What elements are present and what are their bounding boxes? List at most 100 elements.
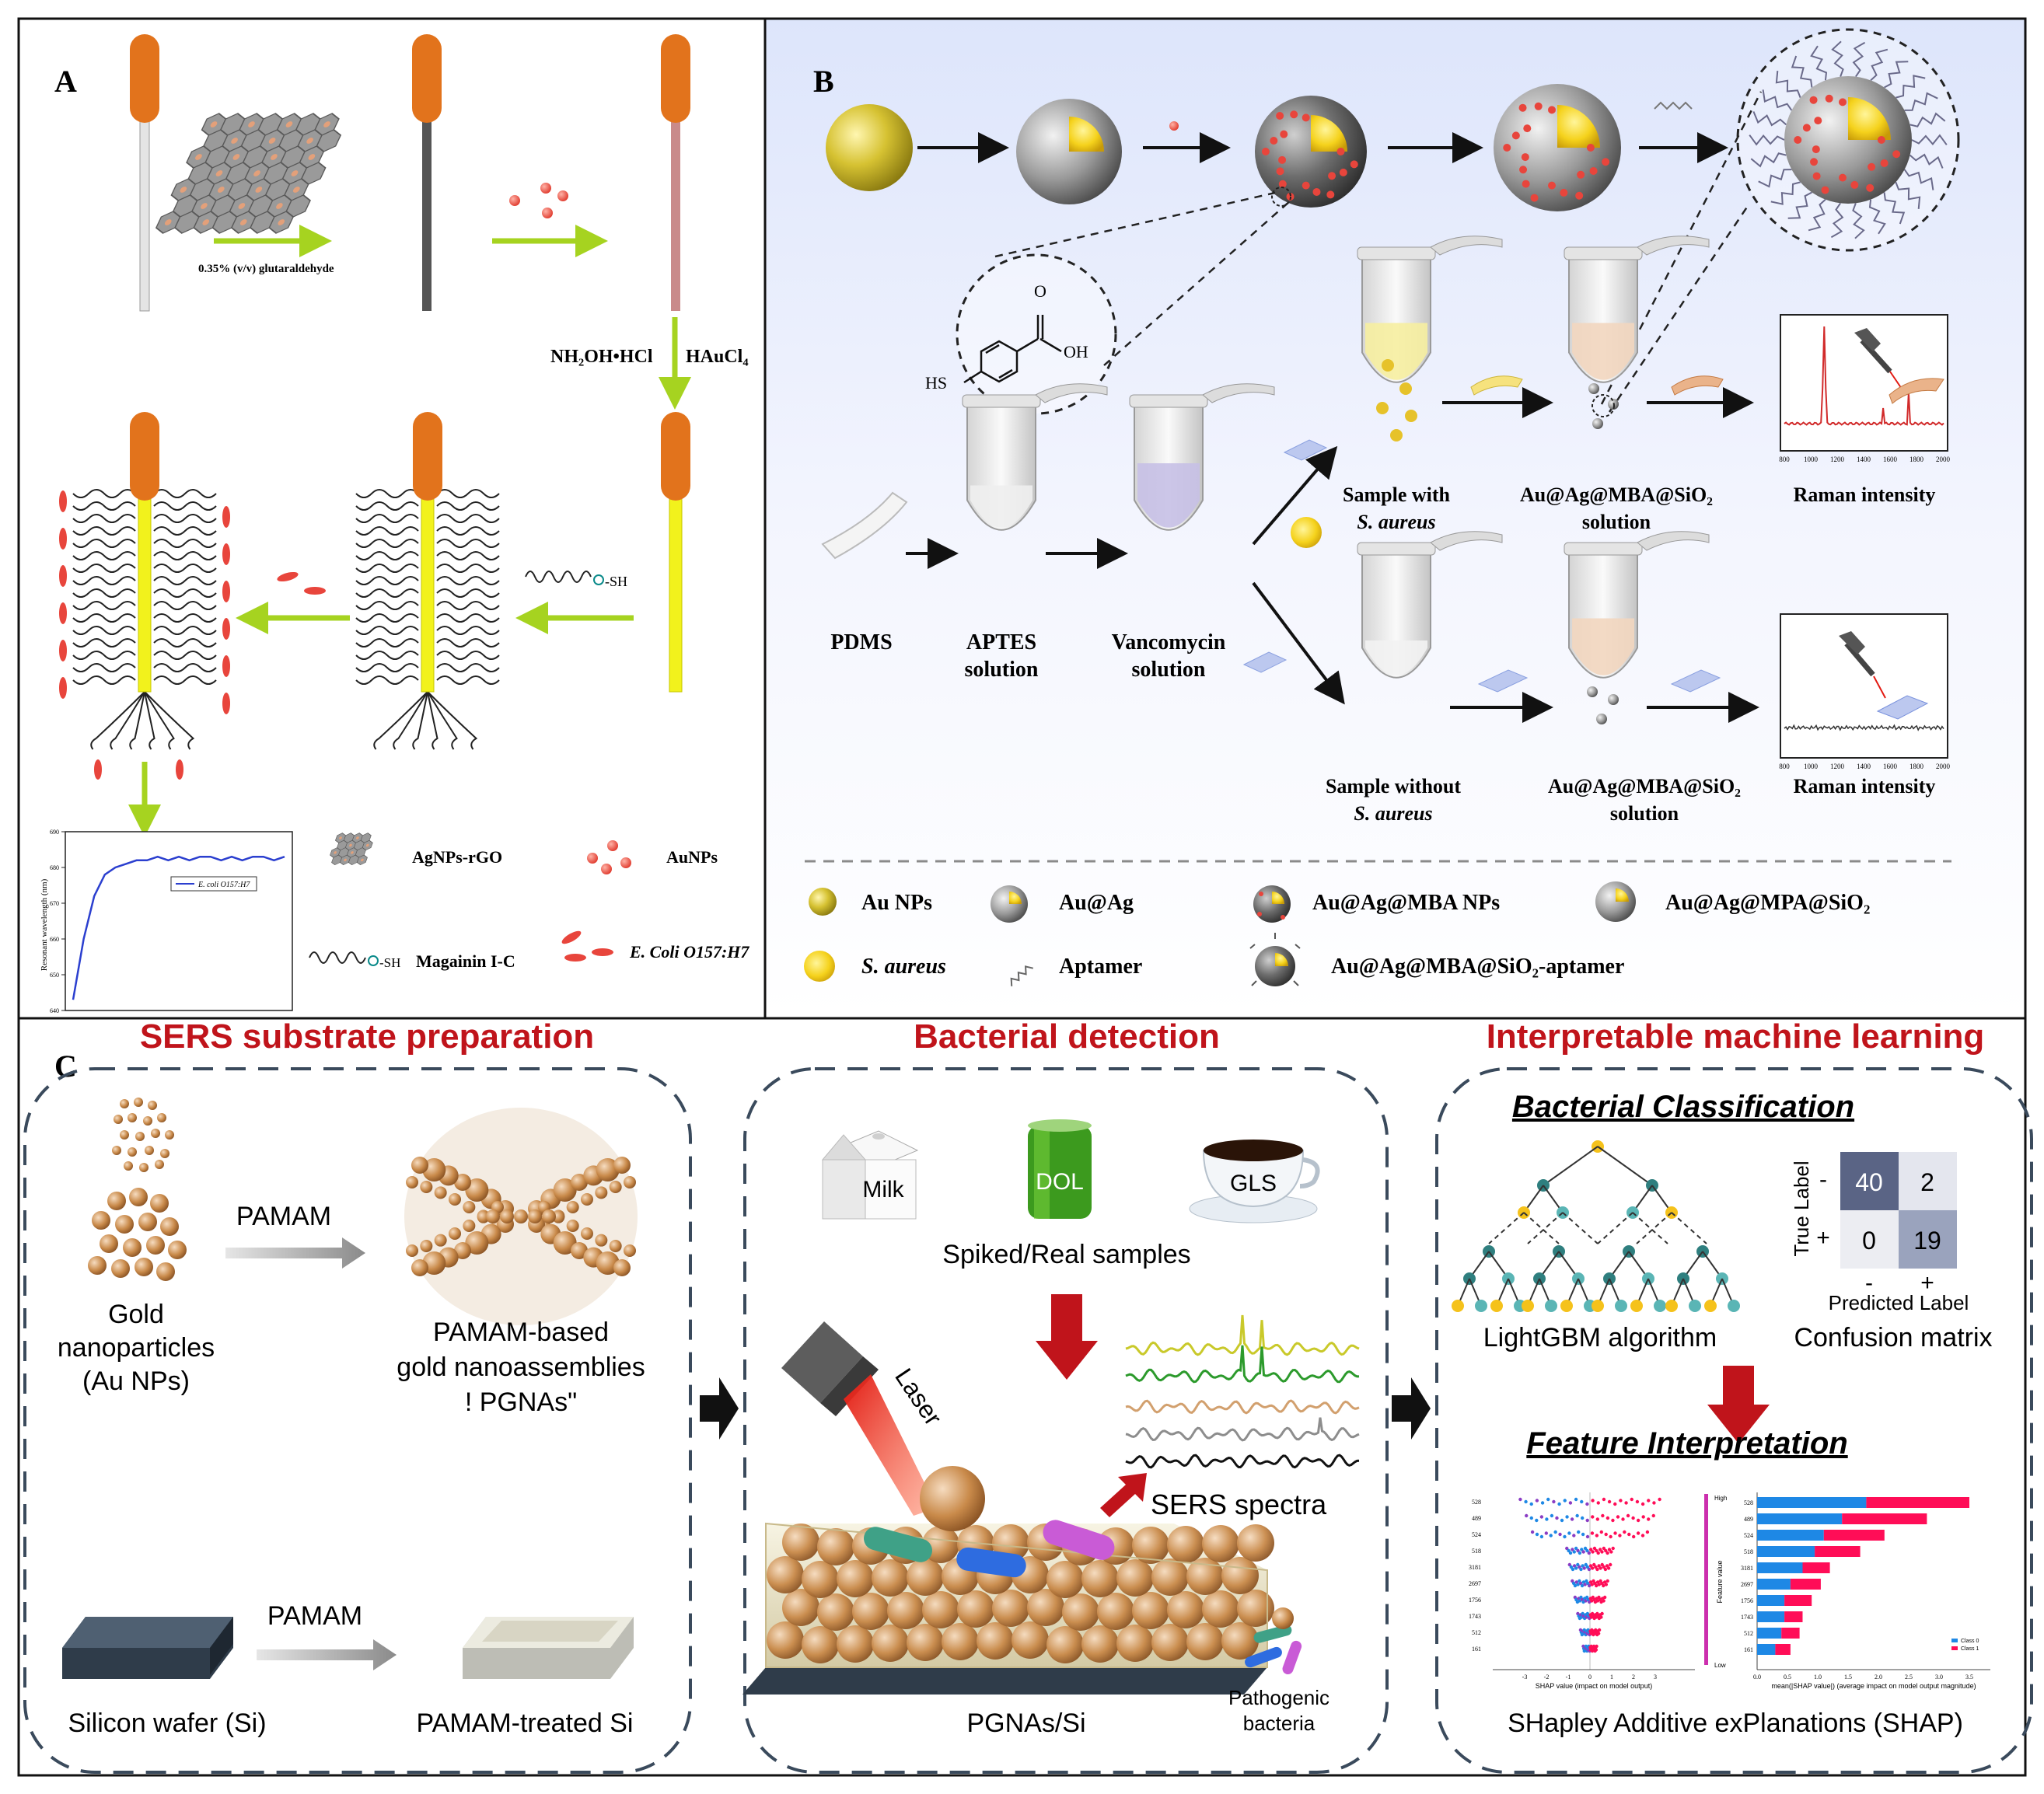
- pamam-label-2: PAMAM: [267, 1601, 362, 1631]
- bee-xtick: 3: [1654, 1674, 1657, 1681]
- ag-np: [349, 843, 352, 847]
- bar-feature-label: 512: [1744, 1630, 1753, 1637]
- peptide-coil: [153, 663, 217, 672]
- aptamer-strand: [1903, 169, 1934, 190]
- s-aureus-cell: [1399, 382, 1412, 395]
- pgna-particle: [420, 1181, 433, 1193]
- bee-point: [1585, 1518, 1589, 1523]
- bee-point: [1579, 1567, 1583, 1572]
- bee-point: [1652, 1501, 1656, 1505]
- peptide-coil: [72, 564, 136, 573]
- chart-tick-label: 690: [50, 829, 59, 836]
- chart-tick-label: 660: [50, 936, 59, 943]
- bee-xtick: 1: [1610, 1674, 1613, 1681]
- bee-feature-label: 2697: [1469, 1580, 1481, 1587]
- chart-tick-label: 670: [50, 900, 59, 907]
- bar-feature-label: 489: [1744, 1516, 1753, 1523]
- ag-np: [276, 203, 283, 209]
- peptide-coil: [393, 691, 428, 750]
- leg-mpa: Au@Ag@MPA@SiO₂: [1665, 891, 1870, 915]
- raman-reporter: [1825, 94, 1833, 103]
- panel-a: A 0.35% (v/v) glutaraldehyde NH₂OH•HCl: [17, 17, 767, 1020]
- mba-molecule: [963, 315, 1062, 384]
- tag-nanoparticle: [1592, 418, 1603, 429]
- aptamer-strand: [1852, 41, 1866, 78]
- pgna-particle: [1237, 1524, 1274, 1562]
- spectrum-tick: 2000: [1936, 455, 1951, 463]
- ag-np: [339, 836, 342, 839]
- peptide-coil: [144, 691, 155, 750]
- peptide-coil: [355, 576, 419, 585]
- bee-point: [1619, 1499, 1623, 1503]
- raman-reporter: [1280, 130, 1288, 138]
- cm-row-pos: +: [1816, 1225, 1830, 1251]
- peptide-coil: [153, 514, 217, 523]
- pgna-assembly: [404, 1108, 638, 1325]
- raman-reporter: [1326, 190, 1335, 199]
- bee-point: [1626, 1513, 1630, 1518]
- bee-point: [1574, 1497, 1578, 1502]
- ag-np: [308, 154, 316, 160]
- spectrum-tick: 1000: [1804, 763, 1819, 770]
- ag-np: [218, 187, 225, 193]
- pathogenic-bacteria-icon: [1245, 1607, 1302, 1675]
- peptide-coil: [72, 601, 136, 610]
- pgna-particle: [1012, 1621, 1049, 1659]
- bar-class-1: [1866, 1497, 1969, 1508]
- pgna-particle: [887, 1592, 924, 1629]
- laser-device: [781, 1321, 937, 1516]
- pgna-particle: [907, 1624, 944, 1661]
- au-ag-mba-np: [1255, 96, 1367, 208]
- pgna-particle: [406, 1244, 418, 1257]
- ecoli-cell: [59, 640, 67, 661]
- fiber-bare: [130, 34, 159, 312]
- bee-point: [1571, 1548, 1574, 1551]
- peptide-coil: [72, 588, 136, 598]
- bee-point: [1583, 1583, 1587, 1586]
- bee-point: [1563, 1499, 1567, 1503]
- pgna-particle: [553, 1231, 577, 1255]
- fiber-peptide: [355, 412, 500, 750]
- bee-point: [1587, 1551, 1592, 1555]
- ag-np: [239, 219, 247, 225]
- cm-col-neg: -: [1865, 1270, 1873, 1296]
- bee-point: [1627, 1532, 1631, 1537]
- pdms-label: PDMS: [830, 630, 892, 654]
- raman-reporter: [1850, 180, 1859, 189]
- bee-point: [1604, 1548, 1608, 1553]
- pgna-particle: [463, 1220, 476, 1232]
- chart-ylabel: Resonant wavelength (nm): [40, 878, 49, 971]
- ecoli-cell: [59, 490, 67, 512]
- bee-point: [1572, 1550, 1576, 1554]
- ecoli-cell: [176, 759, 183, 780]
- bar-feature-label: 518: [1744, 1548, 1753, 1555]
- bar-class-1: [1781, 1628, 1800, 1639]
- gold-np: [138, 1213, 157, 1231]
- bee-point: [1599, 1615, 1603, 1619]
- raman-reporter: [1522, 180, 1530, 188]
- bee-point: [1577, 1530, 1581, 1534]
- raman-reporter: [1290, 110, 1298, 119]
- peptide-coil: [355, 613, 419, 623]
- pgna-particle: [817, 1528, 854, 1565]
- ag-np: [271, 154, 278, 160]
- raman-reporter: [1812, 145, 1820, 154]
- pathogenic-2: bacteria: [1243, 1712, 1315, 1735]
- ag-np: [292, 187, 300, 193]
- pamam-treated-si: [463, 1617, 634, 1679]
- peptide-coil: [436, 626, 500, 635]
- pgna-particle: [1062, 1593, 1099, 1631]
- peptide-coil: [373, 691, 428, 750]
- bee-point: [1591, 1550, 1595, 1554]
- title-ml: Interpretable machine learning: [1487, 1017, 1985, 1056]
- gold-np: [120, 1130, 129, 1140]
- tube-sample-with: [1357, 236, 1503, 383]
- sample-with-1: Sample with: [1343, 483, 1451, 506]
- pgna-particle: [465, 1178, 489, 1202]
- bee-point: [1600, 1550, 1604, 1554]
- title-sers: SERS substrate preparation: [140, 1017, 594, 1056]
- raman-reporter: [1814, 117, 1822, 125]
- bee-low: Low: [1714, 1662, 1726, 1669]
